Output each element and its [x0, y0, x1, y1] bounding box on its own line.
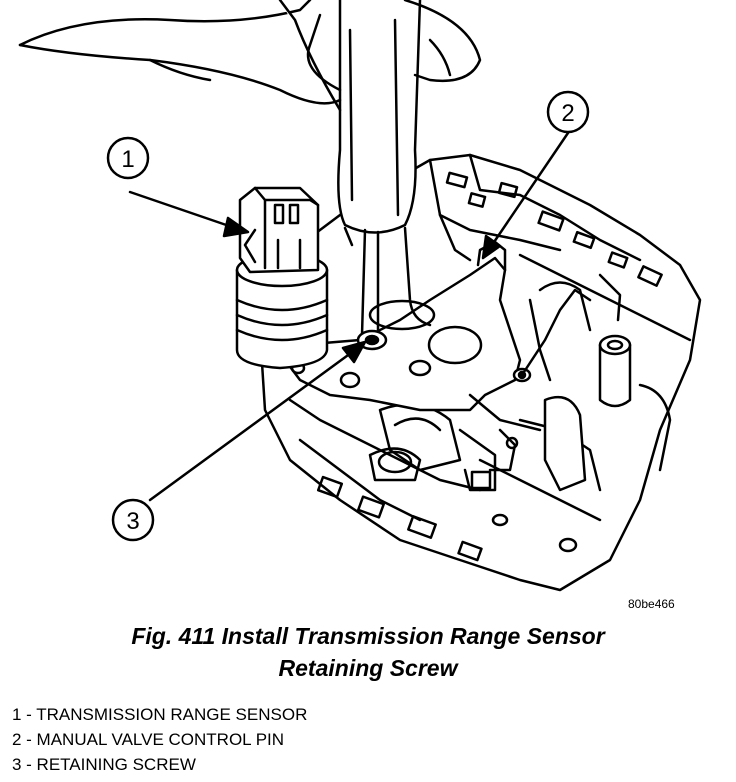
callout-1: 1	[106, 136, 150, 180]
legend-item: 1 - TRANSMISSION RANGE SENSOR	[12, 705, 308, 724]
leader-2	[488, 128, 572, 250]
hand	[18, 0, 482, 112]
figure-caption: Fig. 411 Install Transmission Range Sens…	[0, 620, 736, 684]
caption-line-2: Retaining Screw	[278, 655, 458, 681]
image-code: 80be466	[628, 597, 675, 611]
leader-lines	[128, 128, 572, 502]
callout-3: 3	[111, 498, 155, 542]
legend-item: 2 - MANUAL VALVE CONTROL PIN	[12, 730, 285, 749]
installation-illustration: 1 2 3	[18, 0, 702, 592]
svg-text:2: 2	[561, 100, 574, 127]
transmission-range-sensor	[235, 186, 329, 370]
svg-text:1: 1	[121, 146, 134, 173]
leader-3-arrowhead	[341, 340, 367, 364]
leader-2-arrowhead	[481, 234, 502, 260]
legend: 1 - TRANSMISSION RANGE SENSOR 2 - MANUAL…	[12, 702, 307, 777]
leader-3	[148, 348, 357, 502]
caption-line-1: Fig. 411 Install Transmission Range Sens…	[131, 623, 605, 649]
svg-text:3: 3	[126, 508, 139, 535]
screwdriver	[337, 0, 436, 351]
manual-lever	[283, 240, 592, 472]
leader-1	[128, 190, 237, 230]
leader-1-arrowhead	[222, 216, 250, 238]
valve-spools	[543, 334, 672, 492]
callout-2: 2	[546, 90, 590, 134]
legend-item: 3 - RETAINING SCREW	[12, 755, 196, 774]
